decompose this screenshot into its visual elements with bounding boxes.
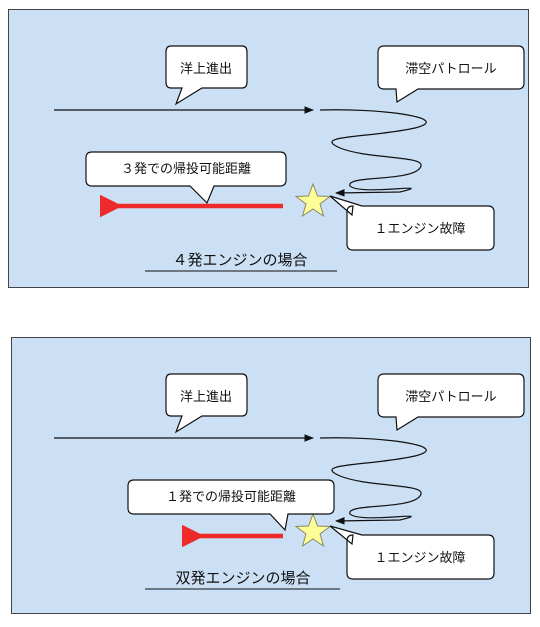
callout-outbound-label: 洋上進出 [180, 390, 232, 405]
callout-patrol [377, 45, 525, 104]
callout-outbound [165, 45, 248, 106]
callout-patrol [377, 373, 525, 432]
callout-failure-label: １エンジン故障 [374, 551, 465, 566]
callout-patrol-label: 滞空パトロール [405, 390, 496, 405]
callout-failure [329, 195, 495, 251]
panel-four-engine: 洋上進出 滞空パトロール ３発での帰投可能距離 １エンジン故障 ４発エンジンの場… [8, 9, 529, 288]
callout-failure-label: １エンジン故障 [374, 222, 465, 237]
patrol-path [319, 437, 427, 525]
panel-twin-engine: 洋上進出 滞空パトロール １発での帰投可能距離 １エンジン故障 双発エンジンの場… [11, 337, 531, 614]
callout-return-range-label: ３発での帰投可能距離 [121, 161, 251, 177]
callout-outbound-label: 洋上進出 [180, 62, 232, 77]
star-icon [294, 512, 332, 548]
callout-outbound [165, 373, 248, 434]
patrol-path [319, 109, 427, 197]
callout-return-range [127, 479, 335, 532]
star-icon [294, 182, 332, 218]
callout-return-range-label: １発での帰投可能距離 [166, 489, 296, 505]
panel-caption: ４発エンジンの場合 [172, 251, 307, 269]
panel-caption: 双発エンジンの場合 [175, 569, 310, 587]
callout-patrol-label: 滞空パトロール [405, 62, 496, 77]
callout-failure [329, 525, 495, 580]
callout-return-range [85, 151, 287, 205]
